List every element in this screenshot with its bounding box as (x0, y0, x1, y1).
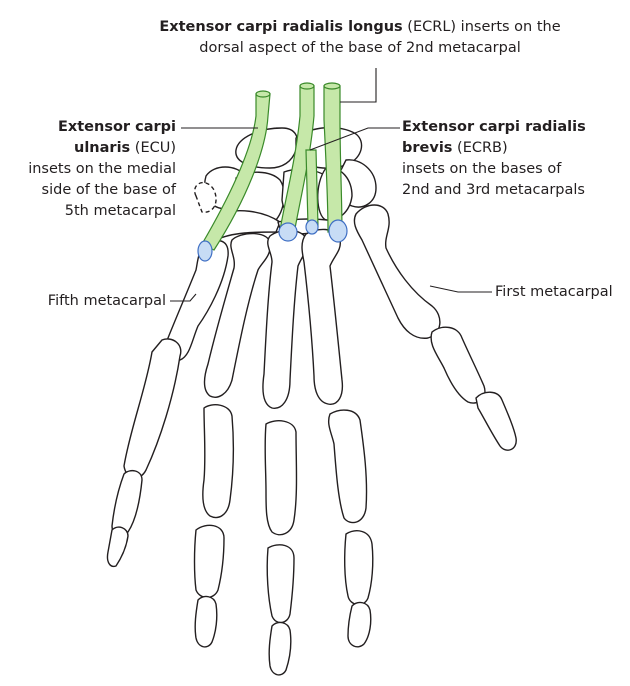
ecrl-name: Extensor carpi radialis longus (159, 19, 402, 35)
ecrb-name-2: brevis (402, 140, 452, 156)
first-metacarpal-bone (354, 205, 439, 338)
ecu-desc-2: side of the base of (42, 182, 176, 198)
third-digit (263, 230, 307, 675)
ecu-abbr: (ECU) (135, 140, 176, 156)
ecrb-insertion-3rd (306, 220, 318, 234)
first-digit (354, 205, 516, 450)
fifth-metacarpal-text: Fifth metacarpal (48, 293, 166, 309)
ecrb-abbr: (ECRB) (457, 140, 508, 156)
ecrb-desc-2: 2nd and 3rd metacarpals (402, 182, 585, 198)
ecrb-desc-1: insets on the bases of (402, 161, 561, 177)
ecrl-abbr: (ECRL) (407, 19, 456, 35)
ecu-label: Extensor carpi ulnaris (ECU) insets on t… (10, 117, 176, 222)
ecrl-label: Extensor carpi radialis longus (ECRL) in… (130, 17, 590, 59)
ecu-desc-3: 5th metacarpal (65, 203, 176, 219)
ecrb-name-1: Extensor carpi radialis (402, 119, 586, 135)
ecrb-insertion-2nd (279, 223, 297, 241)
ecrl-desc-1: inserts on the (461, 19, 561, 35)
ecrb-tendon-branch (306, 150, 318, 226)
fifth-metacarpal-label: Fifth metacarpal (0, 291, 166, 312)
first-leader (430, 286, 492, 292)
ecrl-desc-2: dorsal aspect of the base of 2nd metacar… (199, 40, 520, 56)
ecrl-leader (340, 68, 376, 102)
first-metacarpal-label: First metacarpal (495, 282, 628, 303)
ecu-insertion (198, 241, 212, 261)
ecu-name-1: Extensor carpi (58, 119, 176, 135)
second-digit (302, 229, 373, 646)
ecu-desc-1: insets on the medial (28, 161, 176, 177)
ecrb-label: Extensor carpi radialis brevis (ECRB) in… (402, 117, 624, 201)
first-metacarpal-text: First metacarpal (495, 284, 613, 300)
fifth-digit (107, 241, 228, 567)
ecrl-insertion (329, 220, 347, 242)
ecu-name-2: ulnaris (74, 140, 130, 156)
